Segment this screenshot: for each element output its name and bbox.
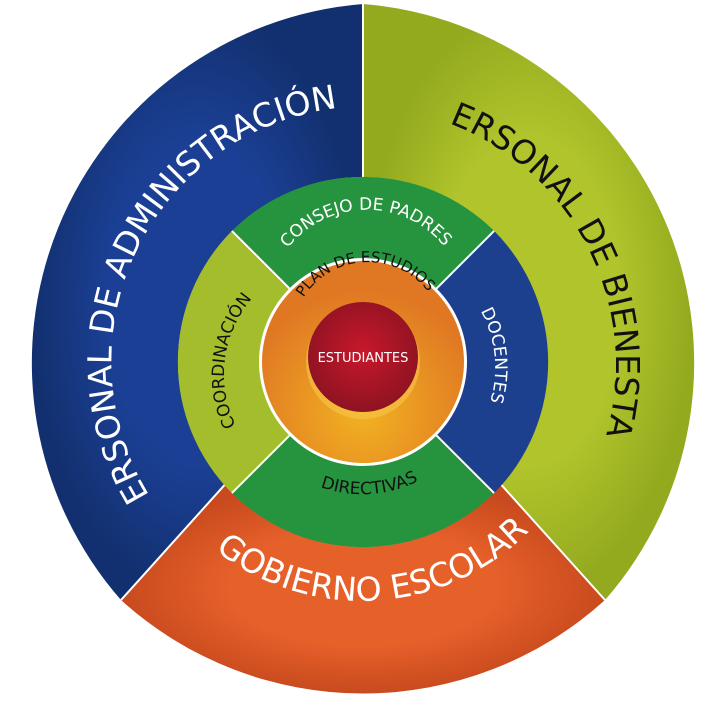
outer-ring <box>31 4 695 694</box>
middle-ring <box>177 176 549 548</box>
segment-personal-de-administracion <box>31 4 363 600</box>
segment-gobierno-escolar <box>121 481 605 694</box>
center-circle <box>308 302 418 412</box>
segment-directivas <box>231 430 495 548</box>
segment-docentes <box>431 230 549 494</box>
segment-personal-de-bienestar <box>363 4 695 600</box>
label-estudiantes: ESTUDIANTES <box>318 351 409 366</box>
segment-coordinacion <box>177 230 295 494</box>
segment-consejo-de-padres <box>231 176 495 294</box>
